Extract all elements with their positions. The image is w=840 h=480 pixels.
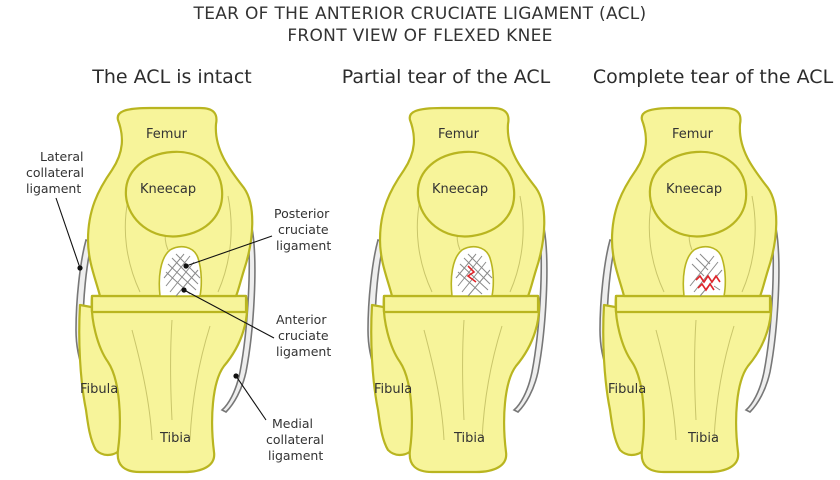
annotation-anterior-cruciate-ligament: Anterior cruciate ligament [181,287,331,359]
kneecap-label-2: Kneecap [432,182,488,197]
diagram-title-line-1: TEAR OF THE ANTERIOR CRUCIATE LIGAMENT (… [193,4,647,24]
complete-tear-mark [695,274,721,284]
femur-label-2: Femur [438,127,480,142]
tibia-label-3: Tibia [687,431,719,446]
svg-text:cruciate: cruciate [278,222,329,237]
svg-text:ligament: ligament [276,238,331,253]
panel-title-complete: Complete tear of the ACL [592,66,834,88]
tibia-label-1: Tibia [159,431,191,446]
svg-text:Medial: Medial [272,416,313,431]
knee-intact [74,106,256,474]
svg-text:collateral: collateral [26,165,84,180]
svg-text:Posterior: Posterior [274,206,330,221]
fibula-label-2: Fibula [374,382,412,397]
kneecap-label-1: Kneecap [140,182,196,197]
panel-title-partial: Partial tear of the ACL [341,66,551,88]
fibula-label-3: Fibula [608,382,646,397]
femur-label-3: Femur [672,127,714,142]
partial-tear-mark [466,265,477,283]
kneecap-label-3: Kneecap [666,182,722,197]
svg-text:ligament: ligament [276,344,331,359]
annotation-posterior-cruciate-ligament: Posterior cruciate ligament [183,206,331,269]
annotation-lateral-collateral-ligament: Lateral collateral ligament [26,149,84,271]
svg-text:cruciate: cruciate [278,328,329,343]
svg-text:collateral: collateral [266,432,324,447]
fibula-label-1: Fibula [80,382,118,397]
annotation-medial-collateral-ligament: Medial collateral ligament [233,373,324,463]
femur-label-1: Femur [146,127,188,142]
svg-text:ligament: ligament [268,448,323,463]
svg-text:ligament: ligament [26,181,81,196]
tibia-label-2: Tibia [453,431,485,446]
svg-text:Anterior: Anterior [276,312,327,327]
svg-text:Lateral: Lateral [40,149,84,164]
panel-title-intact: The ACL is intact [92,66,252,88]
knee-complete-tear [598,106,780,474]
knee-partial-tear [366,106,548,474]
diagram-title-line-2: FRONT VIEW OF FLEXED KNEE [287,26,553,46]
